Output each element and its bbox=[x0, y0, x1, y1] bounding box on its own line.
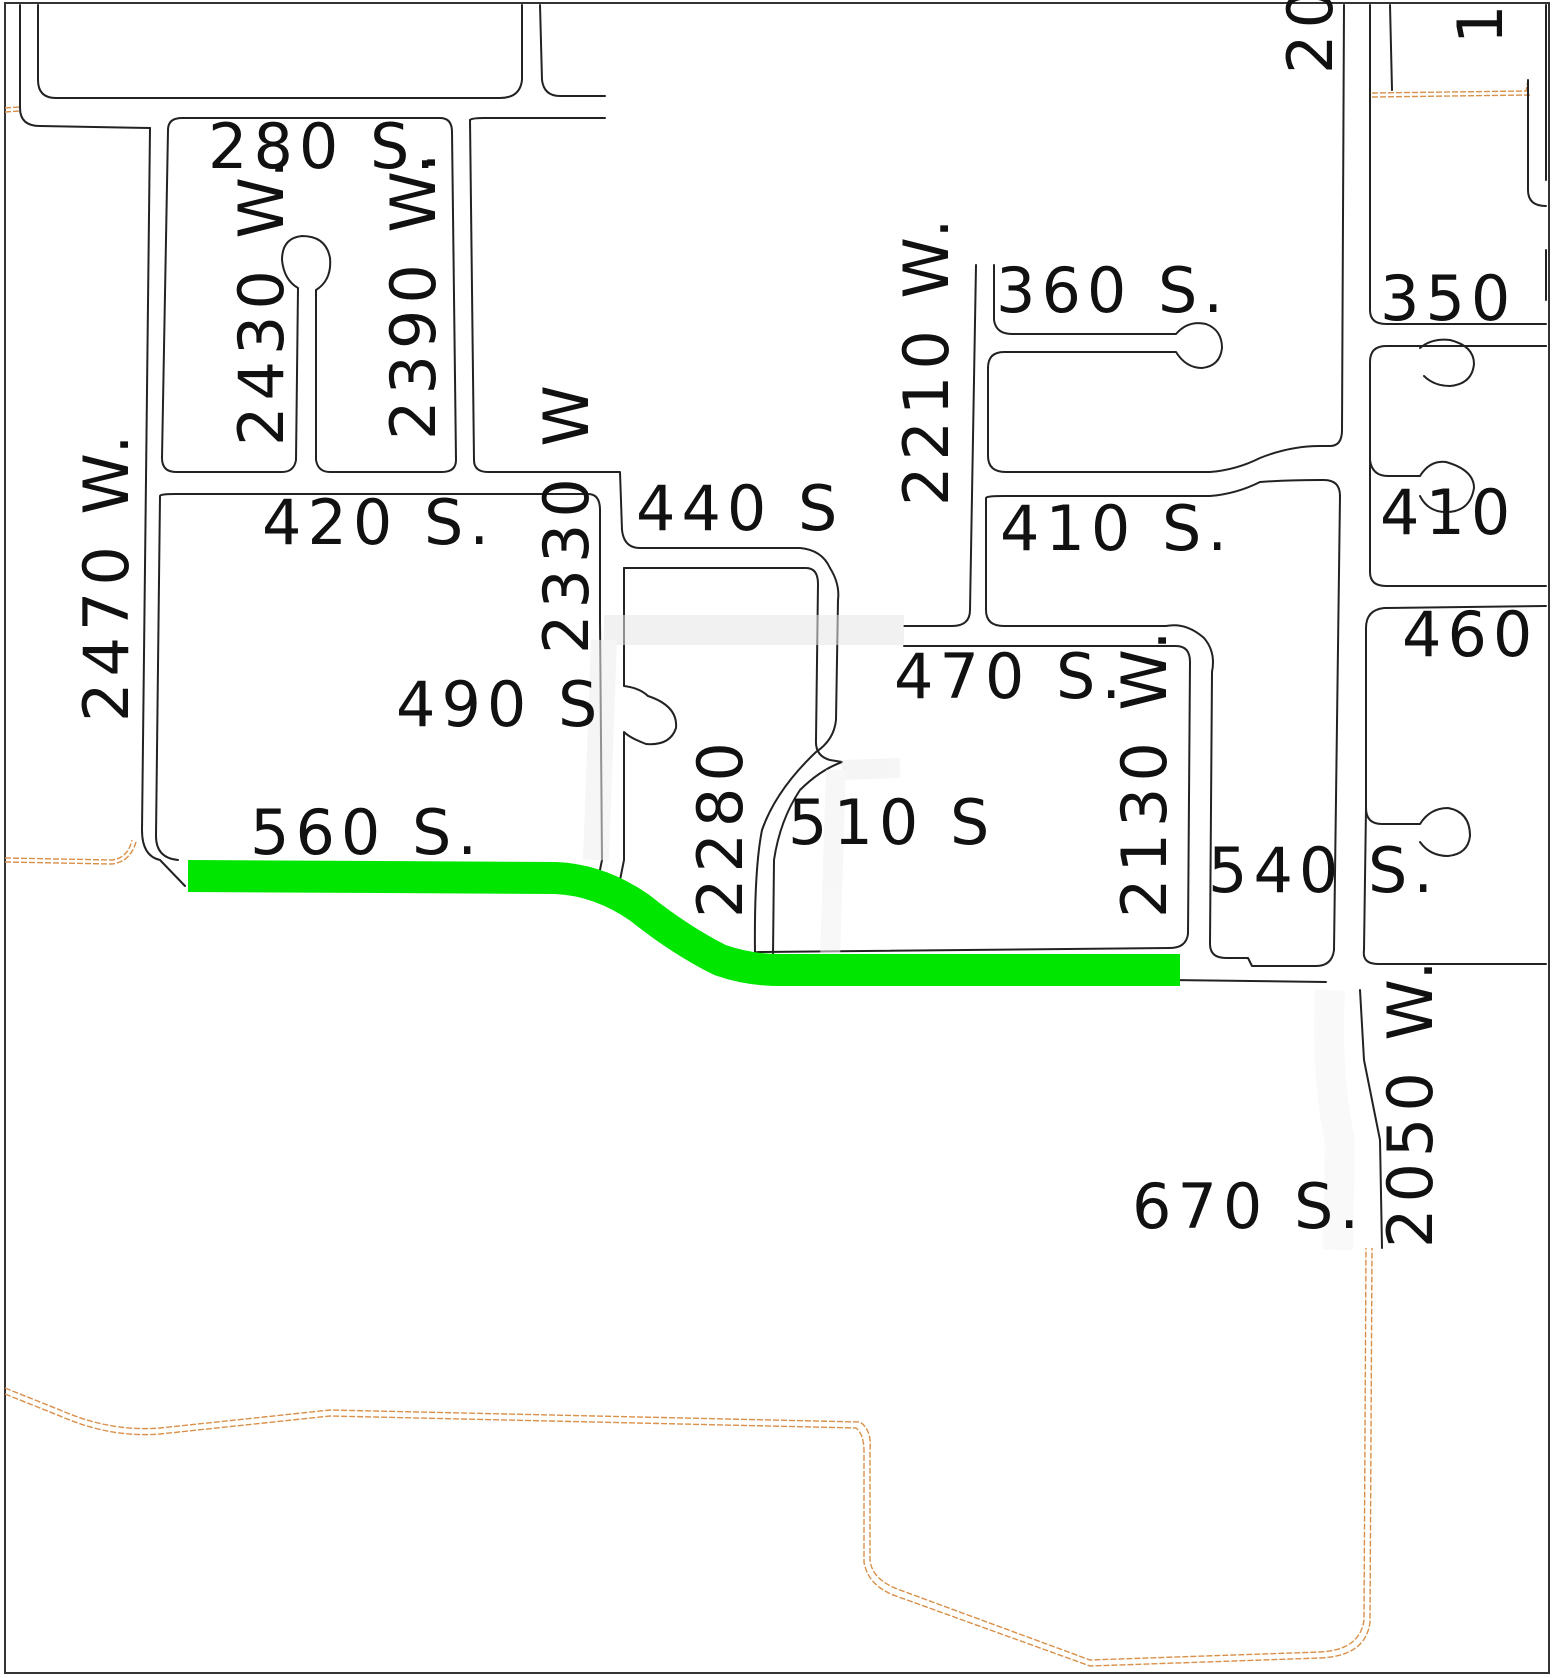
label-280-s: 280 S. bbox=[208, 110, 441, 183]
label-2050-w: 2050 W. bbox=[1374, 955, 1447, 1248]
label-edge-19: 19 bbox=[1444, 0, 1517, 44]
label-470-s: 470 S. bbox=[894, 640, 1127, 713]
faint-overlay bbox=[583, 615, 1356, 1251]
label-2430-w: 2430 W. bbox=[225, 153, 298, 446]
map-frame bbox=[4, 2, 1550, 1674]
label-350: 350 bbox=[1380, 262, 1516, 335]
highlighted-route[interactable] bbox=[187, 860, 1180, 986]
label-560-s: 560 S. bbox=[250, 796, 483, 869]
road-network bbox=[19, 4, 1547, 1249]
label-360-s: 360 S. bbox=[996, 254, 1229, 327]
label-510-s: 510 S bbox=[788, 786, 995, 859]
label-2470-w: 2470 W. bbox=[70, 429, 143, 722]
label-540: 540 bbox=[1208, 834, 1344, 907]
label-440-s: 440 S bbox=[636, 472, 843, 545]
label-2330-w: 2330 W bbox=[530, 379, 603, 654]
label-410-s: 410 S. bbox=[1000, 492, 1233, 565]
label-670-s: 670 S. bbox=[1132, 1170, 1365, 1243]
label-490-s: 490 S bbox=[396, 668, 603, 741]
label-460: 460 bbox=[1402, 598, 1538, 671]
label-2210-w: 2210 W. bbox=[890, 213, 963, 506]
label-420-s: 420 S. bbox=[262, 486, 495, 559]
label-edge-20: 20 bbox=[1274, 0, 1347, 74]
label-410: 410 bbox=[1380, 476, 1516, 549]
label-2280: 2280 bbox=[684, 736, 757, 918]
label-540-s-suffix: S. bbox=[1368, 834, 1439, 907]
label-2390-w: 2390 W. bbox=[377, 147, 450, 440]
street-labels: 280 S. 2430 W. 2390 W. 2470 W. 420 S. 23… bbox=[70, 0, 1538, 1248]
label-2130-w: 2130 W. bbox=[1108, 625, 1181, 918]
